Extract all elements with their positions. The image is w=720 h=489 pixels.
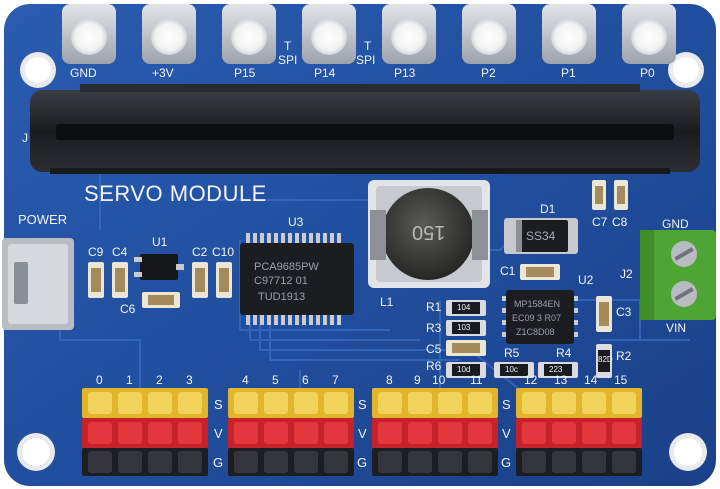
pad-label-p14: P14 [314, 66, 336, 80]
u2-marking-line2: EC09 3 R07 [512, 313, 562, 323]
pad-label-p2: P2 [481, 66, 496, 80]
servo-num-3: 3 [186, 373, 193, 387]
servo-num-11: 11 [470, 373, 483, 387]
label-r2: R2 [616, 349, 632, 363]
servo-header-group-0-3 [82, 388, 208, 476]
pad-label-p13: P13 [394, 66, 416, 80]
u3-marking-line1: PCA9685PW [254, 261, 319, 273]
c1-cap [520, 264, 560, 280]
servo-num-4: 4 [242, 373, 249, 387]
label-c7: C7 [592, 215, 608, 229]
servo-num-7: 7 [332, 373, 339, 387]
pad-label-p0: P0 [640, 66, 655, 80]
micro-usb-port [2, 238, 74, 330]
u3-marking-line2: C97712 01 [254, 275, 308, 287]
mounting-holes [17, 52, 707, 471]
u2-mp1584-chip [502, 290, 578, 344]
row-label-g-2: G [357, 455, 368, 470]
label-u2: U2 [578, 273, 594, 287]
spi-label-1: SPI [278, 53, 298, 67]
label-c5: C5 [426, 342, 442, 356]
servo-num-8: 8 [386, 373, 393, 387]
left-smd-parts [88, 262, 232, 308]
r3-marking: 103 [457, 323, 471, 332]
label-l1: L1 [380, 295, 394, 309]
j-label: J [22, 131, 28, 145]
servo-header-group-4-7 [228, 388, 354, 476]
c7-c8-caps [592, 180, 628, 210]
edge-connector-pads [62, 4, 676, 64]
row-label-s-1: S [214, 397, 223, 412]
inductor-marking: 150 [412, 221, 446, 243]
power-label: POWER [18, 212, 68, 227]
spi-label-2: SPI [356, 53, 376, 67]
u3-pca9685-chip [240, 233, 354, 325]
servo-num-5: 5 [272, 373, 279, 387]
pad-label-p15: P15 [234, 66, 256, 80]
servo-num-9: 9 [414, 373, 421, 387]
t-mark-1: T [284, 39, 292, 53]
row-label-v-2: V [358, 426, 367, 441]
servo-num-12: 12 [524, 373, 538, 387]
j2-terminal-block [640, 230, 716, 320]
u2-marking-line3: Z1C8D08 [516, 327, 555, 337]
terminal-vin-label: VIN [666, 321, 687, 335]
servo-num-14: 14 [584, 373, 598, 387]
c3-r2-parts [596, 296, 612, 378]
pad-label-p1: P1 [561, 66, 576, 80]
pad-label-gnd: GND [70, 66, 97, 80]
label-r5: R5 [504, 346, 520, 360]
label-c8: C8 [612, 215, 628, 229]
resistor-stack [446, 300, 578, 378]
label-c10: C10 [212, 245, 235, 259]
label-d1: D1 [540, 202, 556, 216]
label-c1: C1 [500, 264, 516, 278]
row-label-s-3: S [502, 397, 511, 412]
servo-num-15: 15 [614, 373, 628, 387]
r1-marking: 104 [457, 303, 471, 312]
u2-marking-line1: MP1584EN [514, 299, 561, 309]
label-r6: R6 [426, 359, 442, 373]
servo-header-group-8-11 [372, 388, 498, 476]
label-j2: J2 [620, 267, 633, 281]
l1-inductor [368, 180, 490, 288]
servo-header-group-12-15 [516, 388, 642, 476]
row-label-v-1: V [214, 426, 223, 441]
row-label-v-3: V [502, 426, 511, 441]
r5-marking: 10c [505, 365, 518, 374]
servo-num-0: 0 [96, 373, 103, 387]
label-c2: C2 [192, 245, 208, 259]
r2-marking: 82D [598, 355, 613, 364]
row-label-g-3: G [501, 455, 512, 470]
label-u1: U1 [152, 235, 168, 249]
r4-marking: 223 [549, 365, 563, 374]
t-mark-2: T [364, 39, 372, 53]
label-r3: R3 [426, 321, 442, 335]
label-r4: R4 [556, 346, 572, 360]
label-c4: C4 [112, 245, 128, 259]
label-u3: U3 [288, 215, 304, 229]
d1-diode [504, 218, 578, 254]
label-c9: C9 [88, 245, 104, 259]
u1-regulator [134, 254, 184, 280]
board-title: SERVO MODULE [84, 181, 267, 206]
r6-marking: 10d [457, 365, 471, 374]
row-label-s-2: S [358, 397, 367, 412]
u3-marking-line3: TUD1913 [258, 291, 306, 303]
servo-num-13: 13 [554, 373, 568, 387]
pad-label-3v: +3V [152, 66, 174, 80]
label-c6: C6 [120, 302, 136, 316]
servo-num-1: 1 [126, 373, 133, 387]
d1-marking: SS34 [526, 229, 556, 243]
terminal-gnd-label: GND [662, 217, 689, 231]
label-c3: C3 [616, 305, 632, 319]
row-label-g-1: G [213, 455, 224, 470]
servo-num-10: 10 [432, 373, 446, 387]
edge-slot-connector [30, 84, 700, 174]
servo-num-2: 2 [156, 373, 163, 387]
servo-num-6: 6 [302, 373, 309, 387]
label-r1: R1 [426, 300, 442, 314]
